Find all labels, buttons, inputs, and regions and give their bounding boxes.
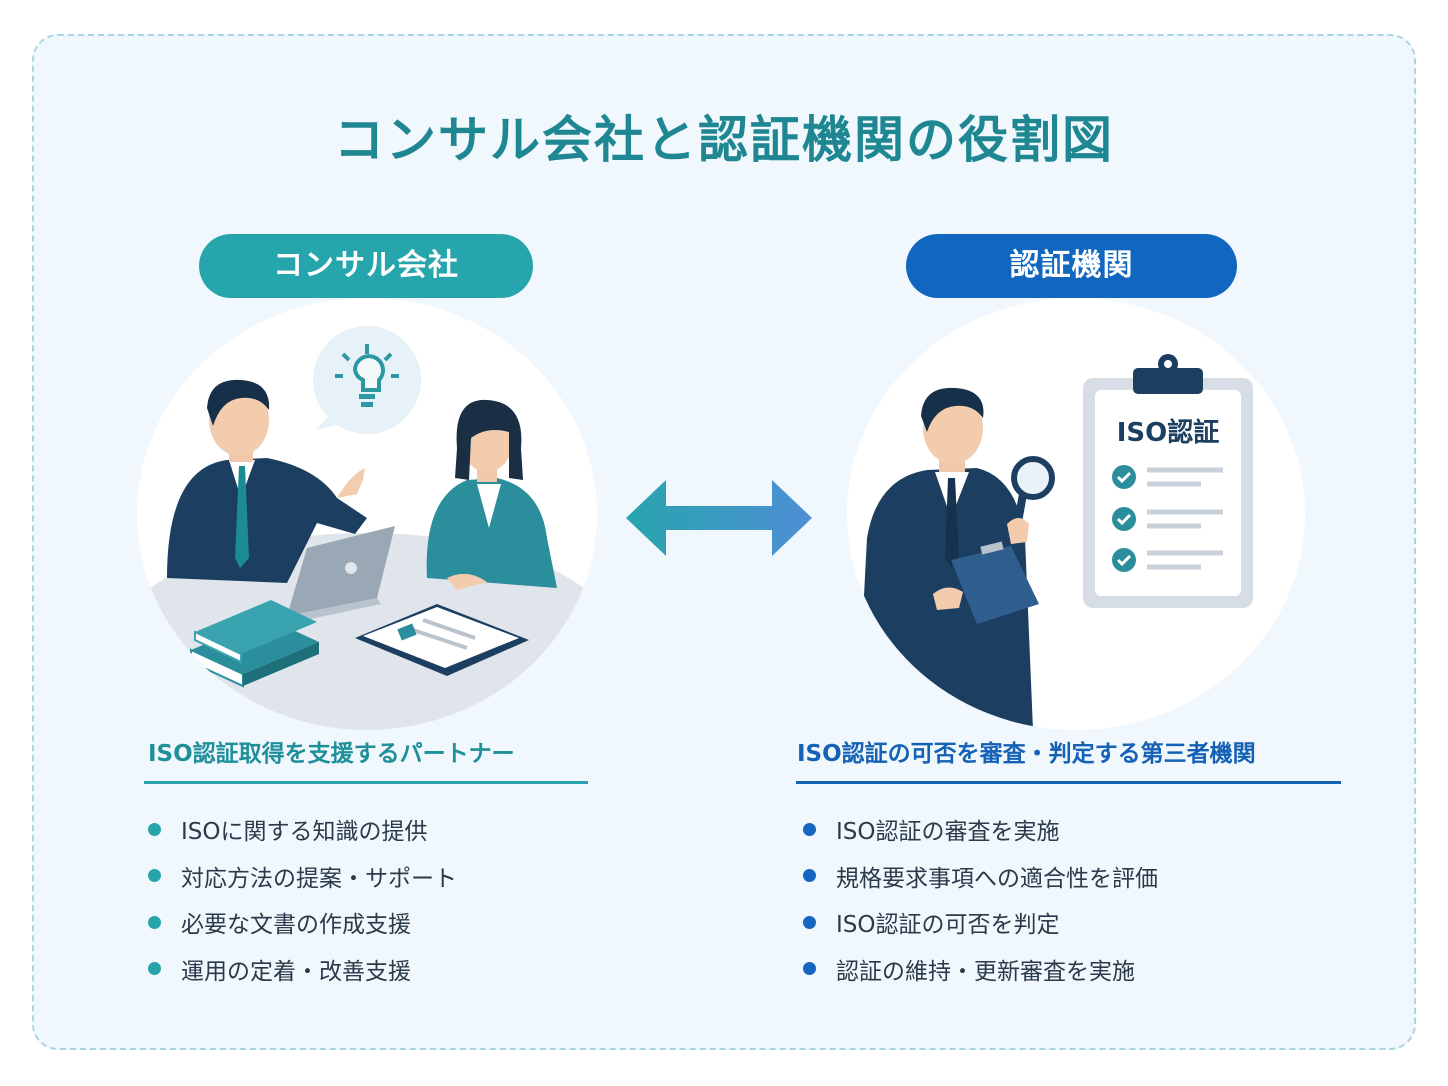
double-arrow-icon	[626, 480, 812, 556]
consulting-role-list: ISOに関する知識の提供 対応方法の提案・サポート 必要な文書の作成支援 運用の…	[148, 806, 457, 992]
list-item: 必要な文書の作成支援	[148, 899, 457, 946]
iso-clipboard-icon: ISO認証	[1083, 354, 1253, 608]
bullet-icon	[803, 822, 816, 836]
consultant-man	[167, 379, 367, 583]
idea-bubble-icon	[313, 326, 421, 434]
auditor-man	[857, 387, 1055, 730]
list-item: ISOに関する知識の提供	[148, 806, 457, 853]
bullet-icon	[803, 915, 816, 929]
bullet-icon	[148, 822, 161, 836]
bullet-icon	[803, 962, 816, 976]
page-title: コンサル会社と認証機関の役割図	[334, 111, 1114, 169]
list-item: ISO認証の審査を実施	[803, 806, 1158, 853]
certification-subtitle: ISO認証の可否を審査・判定する第三者機関	[797, 741, 1256, 767]
consulting-label: コンサル会社	[199, 234, 533, 298]
bullet-icon	[148, 915, 161, 929]
svg-text:ISO認証: ISO認証	[1117, 417, 1220, 448]
certification-divider	[796, 781, 1341, 784]
books-icon	[190, 600, 319, 688]
list-item: 運用の定着・改善支援	[148, 946, 457, 993]
bullet-icon	[148, 962, 161, 976]
list-item: ISO認証の可否を判定	[803, 899, 1158, 946]
list-item: 認証の維持・更新審査を実施	[803, 946, 1158, 993]
consulting-subtitle: ISO認証取得を支援するパートナー	[148, 741, 515, 767]
document-icon	[355, 604, 529, 676]
list-item: 規格要求事項への適合性を評価	[803, 853, 1158, 900]
consulting-illustration	[137, 298, 597, 730]
certification-body-label: 認証機関	[906, 234, 1237, 298]
client-woman	[426, 399, 557, 590]
list-item: 対応方法の提案・サポート	[148, 853, 457, 900]
bullet-icon	[148, 869, 161, 883]
certification-role-list: ISO認証の審査を実施 規格要求事項への適合性を評価 ISO認証の可否を判定 認…	[803, 806, 1158, 992]
consulting-divider	[144, 781, 588, 784]
bullet-icon	[803, 869, 816, 883]
certification-illustration: ISO認証	[847, 298, 1305, 730]
